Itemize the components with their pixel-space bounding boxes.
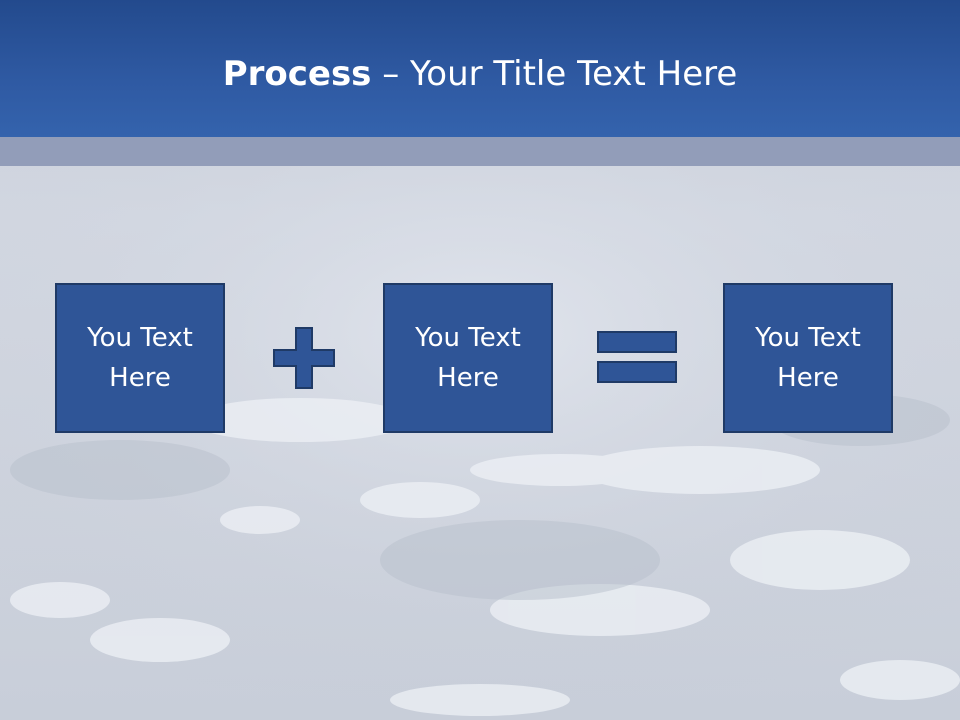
process-box-2-label: You Text Here bbox=[415, 323, 521, 393]
process-box-3[interactable]: You Text Here bbox=[723, 283, 893, 433]
process-box-2[interactable]: You Text Here bbox=[383, 283, 553, 433]
title-bold: Process bbox=[222, 54, 372, 94]
process-box-1-label: You Text Here bbox=[87, 323, 193, 393]
plus-icon bbox=[273, 327, 335, 389]
title-rest: – Your Title Text Here bbox=[371, 54, 738, 94]
process-box-1[interactable]: You Text Here bbox=[55, 283, 225, 433]
title-bar bbox=[0, 0, 960, 137]
equals-icon bbox=[597, 331, 677, 383]
process-box-3-label: You Text Here bbox=[755, 323, 861, 393]
slide-title: Process – Your Title Text Here bbox=[0, 52, 960, 96]
title-underline-band bbox=[0, 137, 960, 166]
